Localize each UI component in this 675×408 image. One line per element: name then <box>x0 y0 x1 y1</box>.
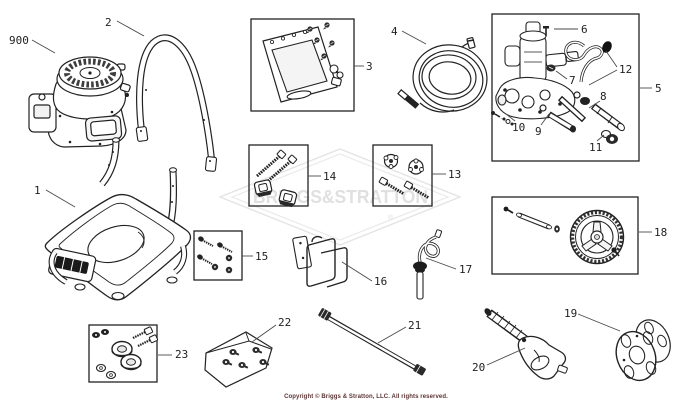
panel-kit-box <box>250 18 355 112</box>
wheel-hardware-box <box>88 324 159 383</box>
callout-18: 18 <box>654 226 668 239</box>
callout-21: 21 <box>408 319 422 332</box>
watermark-registered-mark: ® <box>388 214 394 222</box>
gun-holder-drawing <box>292 235 348 288</box>
callout-5: 5 <box>655 82 662 95</box>
callout-7: 7 <box>569 74 576 87</box>
callout-10: 10 <box>512 121 526 134</box>
callout-22: 22 <box>278 316 292 329</box>
callout-3: 3 <box>366 60 373 73</box>
siphon-parts-10-drawing <box>491 111 514 126</box>
callout-2: 2 <box>105 16 112 29</box>
callout-14: 14 <box>323 170 337 183</box>
spray-wand-drawing <box>318 308 426 376</box>
copyright-notice: Copyright © Briggs & Stratton, LLC. All … <box>284 394 448 400</box>
frame-drawing <box>44 137 192 301</box>
wheel-hardware-drawing <box>92 326 159 380</box>
callout-19: 19 <box>564 307 578 320</box>
callout-16: 16 <box>374 275 388 288</box>
outlet-tube-8-drawing <box>573 91 625 132</box>
panel-drawing <box>262 26 344 103</box>
watermark-text: BRIGGS&STRATTON <box>253 187 428 207</box>
hardware-kit-15-drawing <box>197 236 233 274</box>
callout-15: 15 <box>255 250 269 263</box>
hardware-kit-13-drawing <box>378 153 430 200</box>
nozzle-holder-drawing <box>615 319 671 382</box>
nozzle-tips <box>222 347 270 369</box>
pump-bolt-6-drawing <box>543 26 549 36</box>
brand-watermark: BRIGGS&STRATTON ® <box>218 148 462 246</box>
callout-17: 17 <box>459 263 473 276</box>
callout-20: 20 <box>472 361 486 374</box>
engine-drawing <box>28 56 131 148</box>
wheel-kit-drawing <box>503 206 625 265</box>
handle-drawing <box>135 34 218 172</box>
callout-1: 1 <box>34 184 41 197</box>
spray-gun-drawing <box>484 308 568 380</box>
pump-drawing <box>495 21 587 123</box>
callout-12: 12 <box>619 63 633 76</box>
hose-drawing <box>397 37 488 113</box>
hardware-kit-14-box <box>248 144 309 208</box>
inlet-coupler-11-drawing <box>600 129 618 144</box>
siphon-tube-drawing <box>413 229 443 300</box>
wheel-kit-box <box>491 196 639 275</box>
callout-900: 900 <box>9 34 29 47</box>
callout-8: 8 <box>600 90 607 103</box>
chemical-tube-9-drawing <box>539 104 576 133</box>
callout-4: 4 <box>391 25 398 38</box>
hardware-kit-13-box <box>372 144 433 207</box>
plug-7-drawing <box>546 64 556 72</box>
panel-screws <box>306 22 335 61</box>
callout-6: 6 <box>581 23 588 36</box>
callout-9: 9 <box>535 125 542 138</box>
nozzle-kit-bag-drawing <box>204 331 273 388</box>
hardware-kit-15-box <box>193 230 243 281</box>
pump-assembly-box <box>491 13 640 162</box>
callout-23: 23 <box>175 348 189 361</box>
callout-13: 13 <box>448 168 462 181</box>
hardware-kit-14-drawing <box>253 149 298 208</box>
leader-lines <box>31 20 652 366</box>
thermal-relief-tube-12-drawing <box>564 40 612 83</box>
callout-11: 11 <box>589 141 603 154</box>
